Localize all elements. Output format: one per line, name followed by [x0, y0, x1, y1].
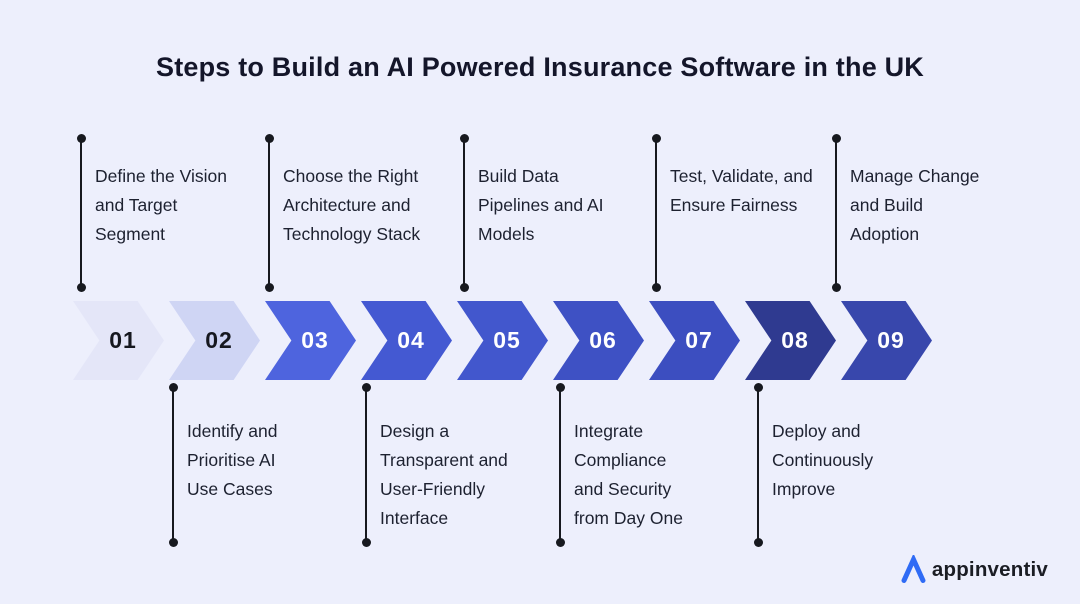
step-chevron: 09 — [841, 301, 932, 380]
step-label-text: Identify and Prioritise AI Use Cases — [187, 421, 278, 499]
step-label-text: Define the Vision and Target Segment — [95, 166, 227, 244]
step-label: Design a Transparent and User-Friendly I… — [361, 383, 552, 547]
step-chevron: 02 — [169, 301, 260, 380]
connector-line — [753, 383, 763, 547]
step-label: Build Data Pipelines and AI Models — [459, 134, 650, 292]
step-label: Choose the Right Architecture and Techno… — [264, 134, 455, 292]
connector-line — [831, 134, 841, 292]
step-label-text: Design a Transparent and User-Friendly I… — [380, 421, 508, 528]
step-label: Test, Validate, and Ensure Fairness — [651, 134, 842, 292]
step-number: 02 — [205, 327, 233, 353]
step-chevron: 08 — [745, 301, 836, 380]
step-number: 05 — [493, 327, 521, 353]
step-chevron: 07 — [649, 301, 740, 380]
step-number: 06 — [589, 327, 617, 353]
page-title: Steps to Build an AI Powered Insurance S… — [155, 52, 925, 82]
step-chevron: 05 — [457, 301, 548, 380]
step-chevron: 06 — [553, 301, 644, 380]
step-number: 03 — [301, 327, 329, 353]
step-number: 07 — [685, 327, 713, 353]
connector-line — [459, 134, 469, 292]
step-number: 08 — [781, 327, 809, 353]
logo: appinventiv — [900, 555, 1048, 584]
logo-text: appinventiv — [931, 557, 1048, 581]
step-number: 01 — [109, 327, 137, 353]
step-label-text: Choose the Right Architecture and Techno… — [283, 166, 421, 244]
connector-line — [361, 383, 371, 547]
step-label-text: Manage Change and Build Adoption — [850, 166, 980, 244]
step-label: Integrate Compliance and Security from D… — [555, 383, 746, 547]
step-chevron: 01 — [73, 301, 164, 380]
step-number: 09 — [877, 327, 905, 353]
chevron-row: 01 02 03 04 05 06 07 08 09 — [73, 301, 932, 380]
step-label: Deploy and Continuously Improve — [753, 383, 944, 547]
appinventiv-logo-icon — [901, 555, 926, 583]
connector-line — [76, 134, 86, 292]
step-label-text: Integrate Compliance and Security from D… — [574, 421, 683, 528]
connector-line — [168, 383, 178, 547]
connector-line — [264, 134, 274, 292]
step-label: Manage Change and Build Adoption — [831, 134, 1022, 292]
step-label-text: Build Data Pipelines and AI Models — [478, 166, 604, 244]
step-label-text: Deploy and Continuously Improve — [772, 421, 874, 499]
step-label-text: Test, Validate, and Ensure Fairness — [670, 166, 813, 215]
step-label: Define the Vision and Target Segment — [76, 134, 267, 292]
step-label: Identify and Prioritise AI Use Cases — [168, 383, 359, 547]
step-chevron: 03 — [265, 301, 356, 380]
step-number: 04 — [397, 327, 425, 353]
step-chevron: 04 — [361, 301, 452, 380]
connector-line — [651, 134, 661, 292]
connector-line — [555, 383, 565, 547]
